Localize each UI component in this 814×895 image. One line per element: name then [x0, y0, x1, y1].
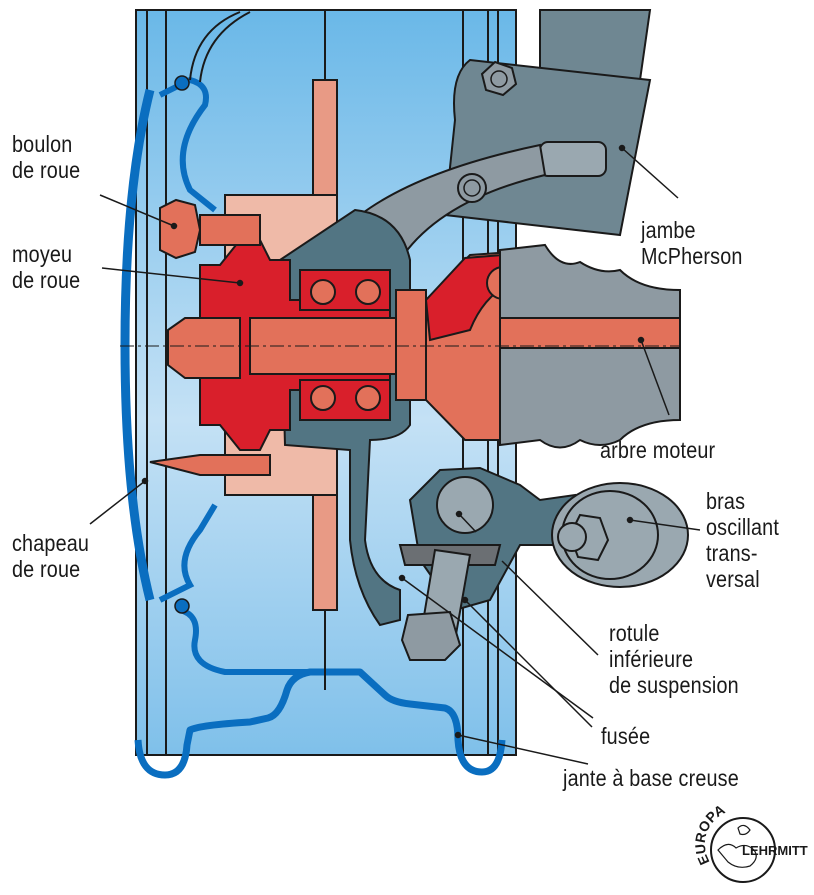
mcpherson-strut	[358, 9, 652, 262]
label-line: rotule	[609, 620, 660, 646]
label-moyeu-de-roue: moyeu de roue	[12, 241, 80, 293]
label-line: oscillant	[706, 514, 780, 540]
logo-side-text: LEHRMITTEL	[742, 843, 808, 858]
label-line: trans-	[706, 540, 758, 566]
label-line: versal	[706, 566, 760, 592]
label-line: jante à base creuse	[563, 765, 739, 791]
label-bras-oscillant-transversal: bras oscillant trans- versal	[706, 488, 779, 592]
leader-lines	[89, 144, 701, 765]
label-jambe-mcpherson: jambe McPherson	[641, 217, 743, 269]
rim	[120, 11, 506, 779]
label-line: moyeu	[12, 241, 73, 267]
label-line: de roue	[12, 267, 81, 293]
label-boulon-de-roue: boulon de roue	[12, 131, 80, 183]
globe-icon: EUROPA LEHRMITTEL	[692, 801, 814, 883]
label-chapeau-de-roue: chapeau de roue	[12, 530, 89, 582]
wheel-bolt	[149, 198, 271, 476]
label-fusee: fusée	[601, 723, 650, 749]
logo-top-text: EUROPA	[692, 801, 728, 867]
label-line: de roue	[12, 556, 81, 582]
label-line: inférieure	[609, 646, 694, 672]
label-line: chapeau	[12, 530, 90, 556]
label-line: bras	[706, 488, 746, 514]
label-line: McPherson	[641, 243, 743, 269]
label-line: de suspension	[609, 672, 739, 698]
svg-text:EUROPA: EUROPA	[692, 801, 728, 867]
ball-joint	[398, 476, 502, 661]
label-line: boulon	[12, 131, 73, 157]
control-arm	[551, 482, 689, 588]
label-arbre-moteur: arbre moteur	[600, 437, 715, 463]
label-line: arbre moteur	[600, 437, 716, 463]
europa-lehrmittel-logo: EUROPA LEHRMITTEL	[688, 800, 814, 890]
label-rotule-inferieure: rotule inférieure de suspension	[609, 620, 739, 698]
label-jante-base-creuse: jante à base creuse	[563, 765, 739, 791]
label-line: jambe	[641, 217, 696, 243]
label-line: fusée	[601, 723, 651, 749]
label-line: de roue	[12, 157, 81, 183]
